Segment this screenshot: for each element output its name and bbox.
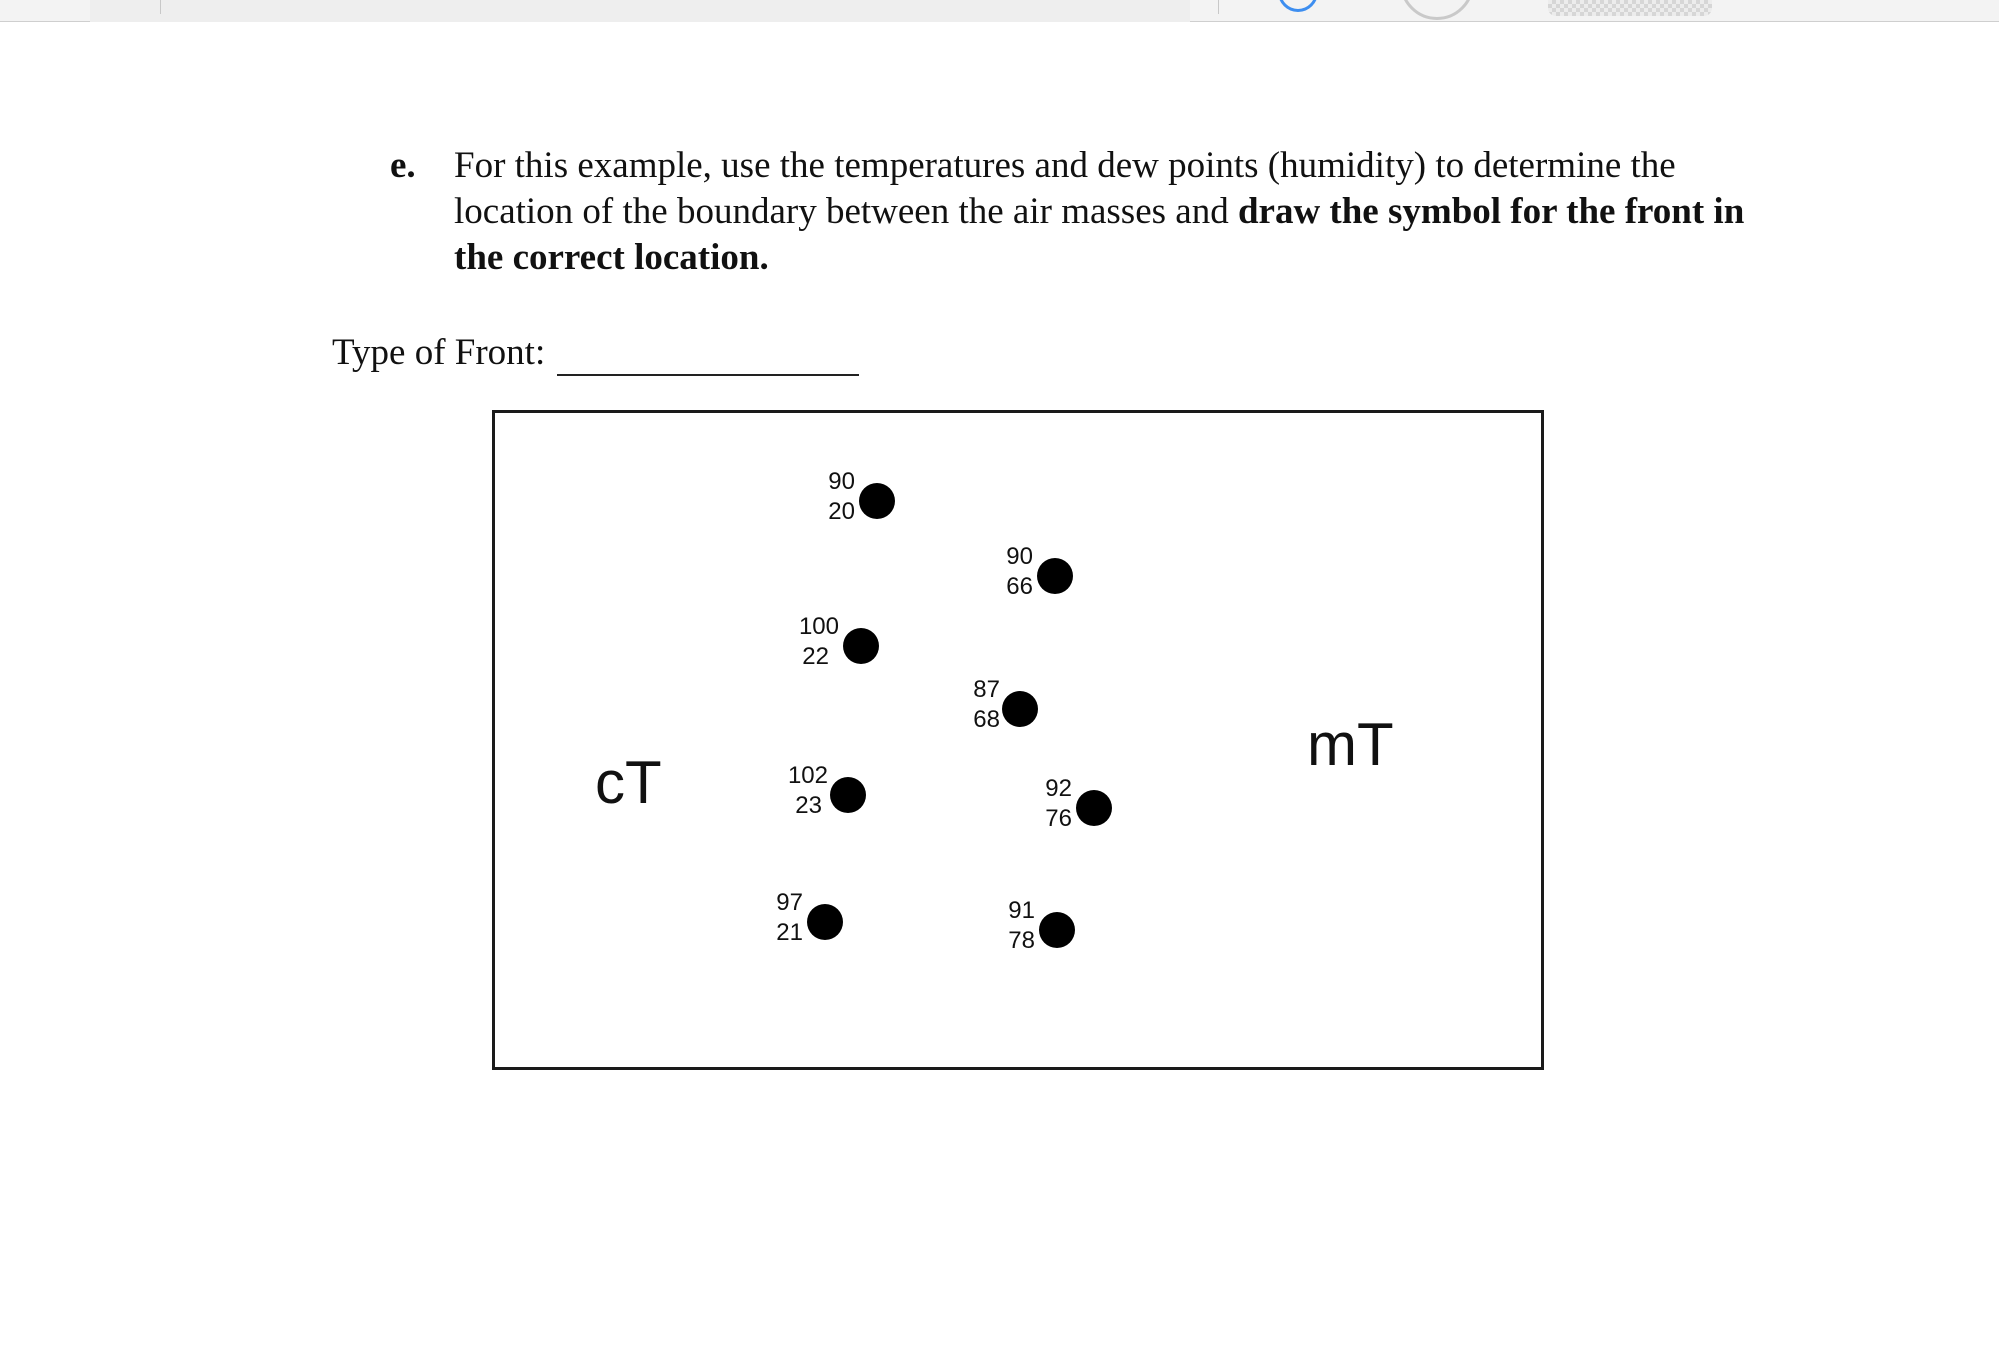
toolbar-separator: [160, 0, 161, 14]
toolbar-separator: [1218, 0, 1219, 14]
station-temperature: 91: [1008, 897, 1035, 924]
station-dew-point: 78: [1008, 927, 1035, 954]
toolbar-ring-icon[interactable]: [1400, 0, 1474, 20]
type-of-front-label: Type of Front:: [332, 332, 546, 373]
toolbar-pattern-swatch[interactable]: [1548, 0, 1712, 16]
question-text-bold: draw the symbol for the front in the cor…: [454, 191, 1745, 278]
station-temperature: 102: [787, 762, 828, 789]
station-dew-point: 76: [1045, 805, 1072, 832]
station-temperature: 100: [798, 613, 839, 640]
station-marker: [1039, 912, 1075, 948]
station-dew-point: 20: [828, 498, 855, 525]
station-dew-point: 22: [802, 643, 829, 670]
station-dew-point: 66: [1006, 573, 1033, 600]
weather-map: cT mT 90 20 90 66 100 22 87 68 102 23 92…: [492, 410, 1544, 1070]
question-text-plain: For this example, use the temperatures a…: [454, 145, 1676, 232]
question-text: For this example, use the temperatures a…: [454, 143, 1790, 281]
station-marker: [859, 483, 895, 519]
toolbar-background: [90, 0, 1190, 22]
station-temperature: 97: [776, 889, 803, 916]
station-temperature: 90: [1006, 543, 1033, 570]
toolbar-circle-icon[interactable]: [1278, 0, 1318, 12]
station-dew-point: 68: [973, 706, 1000, 733]
station-marker: [1037, 558, 1073, 594]
station-marker: [843, 628, 879, 664]
station-dew-point: 23: [795, 792, 822, 819]
station-temperature: 87: [973, 676, 1000, 703]
type-of-front-row: Type of Front:: [332, 330, 860, 376]
station-temperature: 92: [1045, 775, 1072, 802]
question-letter: e.: [390, 145, 416, 186]
type-of-front-blank[interactable]: [557, 340, 860, 376]
station-marker: [807, 904, 843, 940]
station-marker: [1002, 691, 1038, 727]
air-mass-label-mt: mT: [1307, 711, 1394, 778]
air-mass-label-ct: cT: [595, 749, 662, 816]
top-toolbar-strip: [0, 0, 1999, 22]
station-marker: [830, 777, 866, 813]
station-temperature: 90: [828, 468, 855, 495]
station-marker: [1076, 790, 1112, 826]
station-dew-point: 21: [776, 919, 803, 946]
